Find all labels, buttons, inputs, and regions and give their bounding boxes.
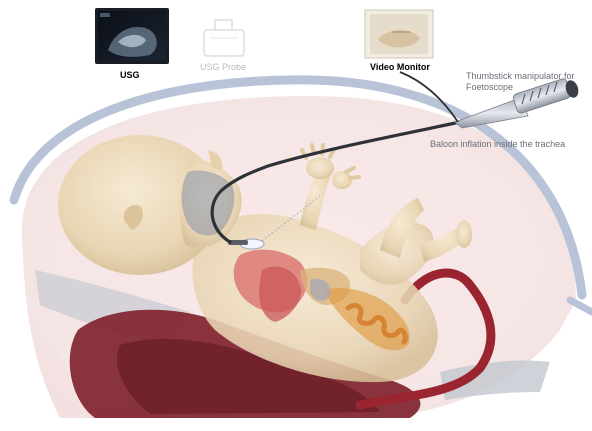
abdominal-wall-end xyxy=(570,300,592,312)
usg-probe-icon xyxy=(204,20,244,56)
usg-monitor xyxy=(95,8,169,64)
thumbstick-label-line1: Thumbstick manipulator for xyxy=(466,71,575,82)
usg-probe-label: USG Probe xyxy=(200,62,246,72)
balloon-label: Baloon inflation inside the trachea xyxy=(430,139,565,150)
thumbstick-label-line2: Foetoscope xyxy=(466,82,513,93)
usg-label: USG xyxy=(120,70,140,80)
video-monitor-label: Video Monitor xyxy=(370,62,430,72)
video-monitor xyxy=(365,10,433,58)
